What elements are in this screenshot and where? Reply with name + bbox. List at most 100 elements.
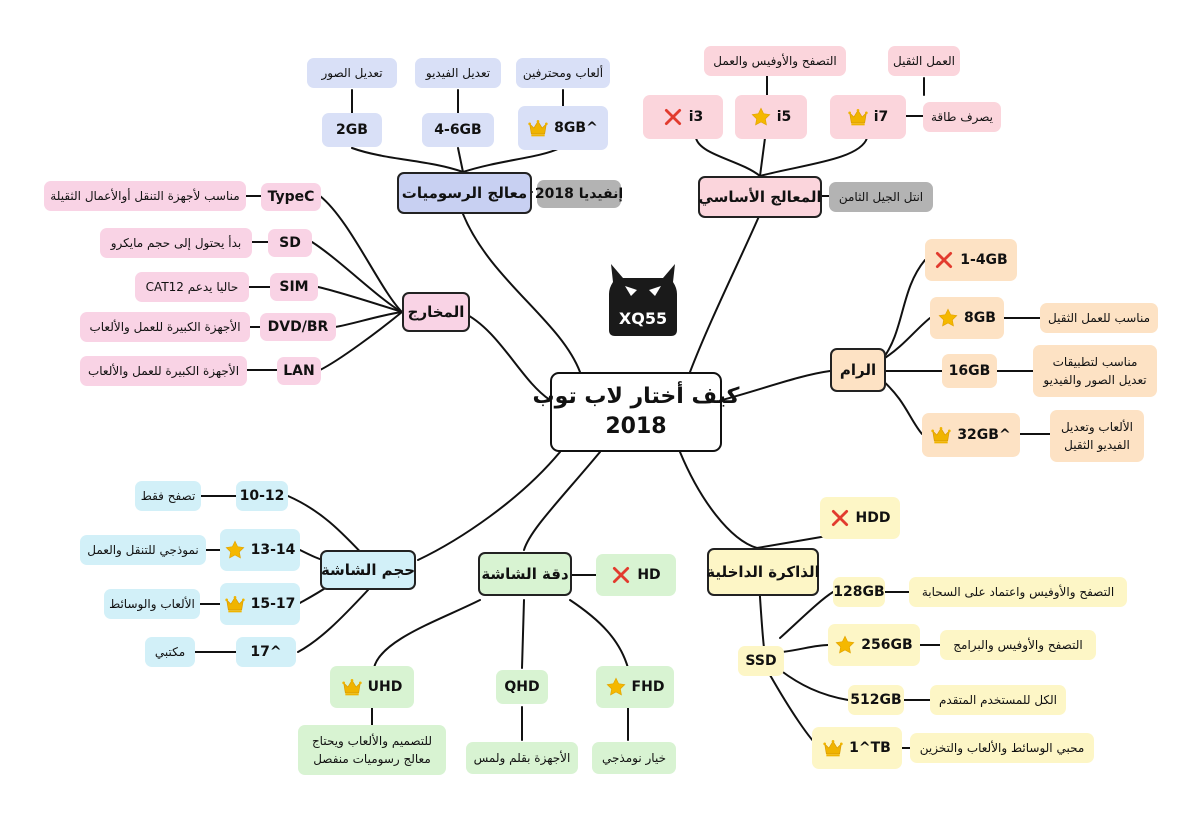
ssd-512gb[interactable]: 512GB (848, 685, 904, 715)
cpu-i7-label: i7 (873, 109, 889, 125)
screen-17-plus[interactable]: 17^ (236, 637, 296, 667)
screen-17-plus-label: 17^ (250, 644, 282, 660)
gpu-8gb-label: 8GB^ (554, 120, 598, 136)
gpu-2gb-desc: تعديل الصور (307, 58, 397, 88)
port-dvd-desc: الأجهزة الكبيرة للعمل والألعاب (80, 312, 250, 342)
cpu-i5-desc-text: التصفح والأوفيس والعمل (713, 54, 837, 68)
ssd-1tb-desc-text: محبي الوسائط والألعاب والتخزين (919, 741, 1085, 755)
port-sd-desc: بدأ يحتول إلى حجم مايكرو (100, 228, 252, 258)
ram-16gb-desc-line2: تعديل الصور والفيديو (1043, 373, 1147, 387)
storage-branch[interactable]: الذاكرة الداخلية (706, 548, 820, 596)
cpu-i7-extra-text: يصرف طاقة (931, 110, 993, 124)
screen-15-17[interactable]: 15-17 (220, 583, 300, 625)
resolution-branch[interactable]: دقة الشاشة (478, 552, 572, 596)
gpu-8gb[interactable]: 8GB^ (518, 106, 608, 150)
storage-hdd[interactable]: HDD (820, 497, 900, 539)
storage-title: الذاكرة الداخلية (706, 563, 820, 581)
ram-8gb[interactable]: 8GB (930, 297, 1004, 339)
ram-32gb-label: 32GB^ (957, 427, 1011, 443)
resolution-fhd[interactable]: FHD (596, 666, 674, 708)
port-sim[interactable]: SIM (270, 273, 318, 301)
gpu-4-6gb-desc-text: تعديل الفيديو (425, 66, 491, 80)
screen-15-17-desc-text: الألعاب والوسائط (109, 597, 195, 611)
gpu-2gb[interactable]: 2GB (322, 113, 382, 147)
gpu-8gb-desc-text: ألعاب ومحترفين (522, 66, 604, 80)
cpu-i5[interactable]: i5 (735, 95, 807, 139)
storage-ssd[interactable]: SSD (738, 646, 784, 676)
cpu-title: المعالج الأساسي (698, 188, 822, 206)
screen-13-14[interactable]: 13-14 (220, 529, 300, 571)
ram-16gb[interactable]: 16GB (942, 354, 997, 388)
port-typec[interactable]: TypeC (261, 183, 321, 211)
port-sd-desc-text: بدأ يحتول إلى حجم مايكرو (110, 236, 242, 250)
port-lan[interactable]: LAN (277, 357, 321, 385)
resolution-title: دقة الشاشة (481, 565, 569, 583)
screen-title: حجم الشاشة (320, 561, 416, 579)
resolution-uhd-label: UHD (367, 679, 403, 695)
resolution-uhd-desc-line2: معالج رسوميات منفصل (313, 752, 431, 766)
port-lan-desc-text: الأجهزة الكبيرة للعمل والألعاب (87, 364, 240, 378)
ssd-128gb-desc: التصفح والأوفيس واعتماد على السحابة (909, 577, 1127, 607)
ram-32gb-desc-line2: الفيديو الثقيل (1064, 438, 1130, 452)
ram-branch[interactable]: الرام (830, 348, 886, 392)
gpu-4-6gb[interactable]: 4-6GB (422, 113, 494, 147)
ram-1-4gb[interactable]: 1-4GB (925, 239, 1017, 281)
central-topic[interactable]: كيف أختار لاب توب 2018 (533, 372, 739, 452)
ssd-128gb[interactable]: 128GB (833, 577, 885, 607)
gpu-branch[interactable]: معالج الرسوميات (397, 172, 532, 214)
gpu-8gb-desc: ألعاب ومحترفين (516, 58, 610, 88)
port-lan-label: LAN (283, 363, 315, 379)
ssd-512gb-label: 512GB (850, 692, 902, 708)
ports-branch[interactable]: المخارج (402, 292, 470, 332)
crown-icon (823, 738, 843, 758)
port-dvd[interactable]: DVD/BR (260, 313, 336, 341)
screen-10-12[interactable]: 10-12 (236, 481, 288, 511)
star-icon (938, 308, 958, 328)
cpu-note-text: انتل الجيل الثامن (838, 190, 924, 204)
cross-icon (934, 250, 954, 270)
cpu-i3[interactable]: i3 (643, 95, 723, 139)
gpu-4-6gb-desc: تعديل الفيديو (415, 58, 501, 88)
port-typec-desc-text: مناسب لأجهزة التنقل أوالأعمال الثقيلة (50, 189, 240, 203)
port-sd[interactable]: SD (268, 229, 312, 257)
ram-8gb-label: 8GB (964, 310, 996, 326)
port-dvd-label: DVD/BR (267, 319, 329, 335)
ssd-1tb-label: 1^TB (849, 740, 891, 756)
cpu-i7-desc-text: العمل الثقيل (892, 54, 955, 68)
xq55-robot-logo: XQ55 (609, 264, 677, 336)
ssd-256gb-desc: التصفح والأوفيس والبرامج (940, 630, 1096, 660)
resolution-qhd-label: QHD (504, 679, 540, 695)
ram-32gb[interactable]: 32GB^ (922, 413, 1020, 457)
ssd-256gb[interactable]: 256GB (828, 624, 920, 666)
port-typec-label: TypeC (267, 189, 315, 205)
star-icon (606, 677, 626, 697)
ssd-256gb-label: 256GB (861, 637, 913, 653)
gpu-4-6gb-label: 4-6GB (434, 122, 482, 138)
screen-15-17-label: 15-17 (250, 596, 296, 612)
gpu-2gb-label: 2GB (336, 122, 368, 138)
star-icon (835, 635, 855, 655)
resolution-fhd-label: FHD (631, 679, 665, 695)
ssd-1tb[interactable]: 1^TB (812, 727, 902, 769)
ssd-1tb-desc: محبي الوسائط والألعاب والتخزين (910, 733, 1094, 763)
ram-16gb-label: 16GB (948, 363, 991, 379)
resolution-qhd[interactable]: QHD (496, 670, 548, 704)
screen-branch[interactable]: حجم الشاشة (320, 550, 416, 590)
ssd-128gb-label: 128GB (833, 584, 885, 600)
cpu-i5-desc: التصفح والأوفيس والعمل (704, 46, 846, 76)
port-sim-desc-text: CAT12 حاليا يدعم (145, 280, 239, 294)
resolution-hd[interactable]: HD (596, 554, 676, 596)
port-dvd-desc-text: الأجهزة الكبيرة للعمل والألعاب (89, 320, 241, 334)
cpu-i7[interactable]: i7 (830, 95, 906, 139)
cpu-branch[interactable]: المعالج الأساسي (698, 176, 822, 218)
star-icon (225, 540, 245, 560)
resolution-uhd[interactable]: UHD (330, 666, 414, 708)
storage-hdd-label: HDD (855, 510, 891, 526)
port-lan-desc: الأجهزة الكبيرة للعمل والألعاب (80, 356, 247, 386)
cpu-i7-desc: العمل الثقيل (888, 46, 960, 76)
gpu-note: إنفيديا 2018 (535, 180, 623, 208)
crown-icon (528, 118, 548, 138)
